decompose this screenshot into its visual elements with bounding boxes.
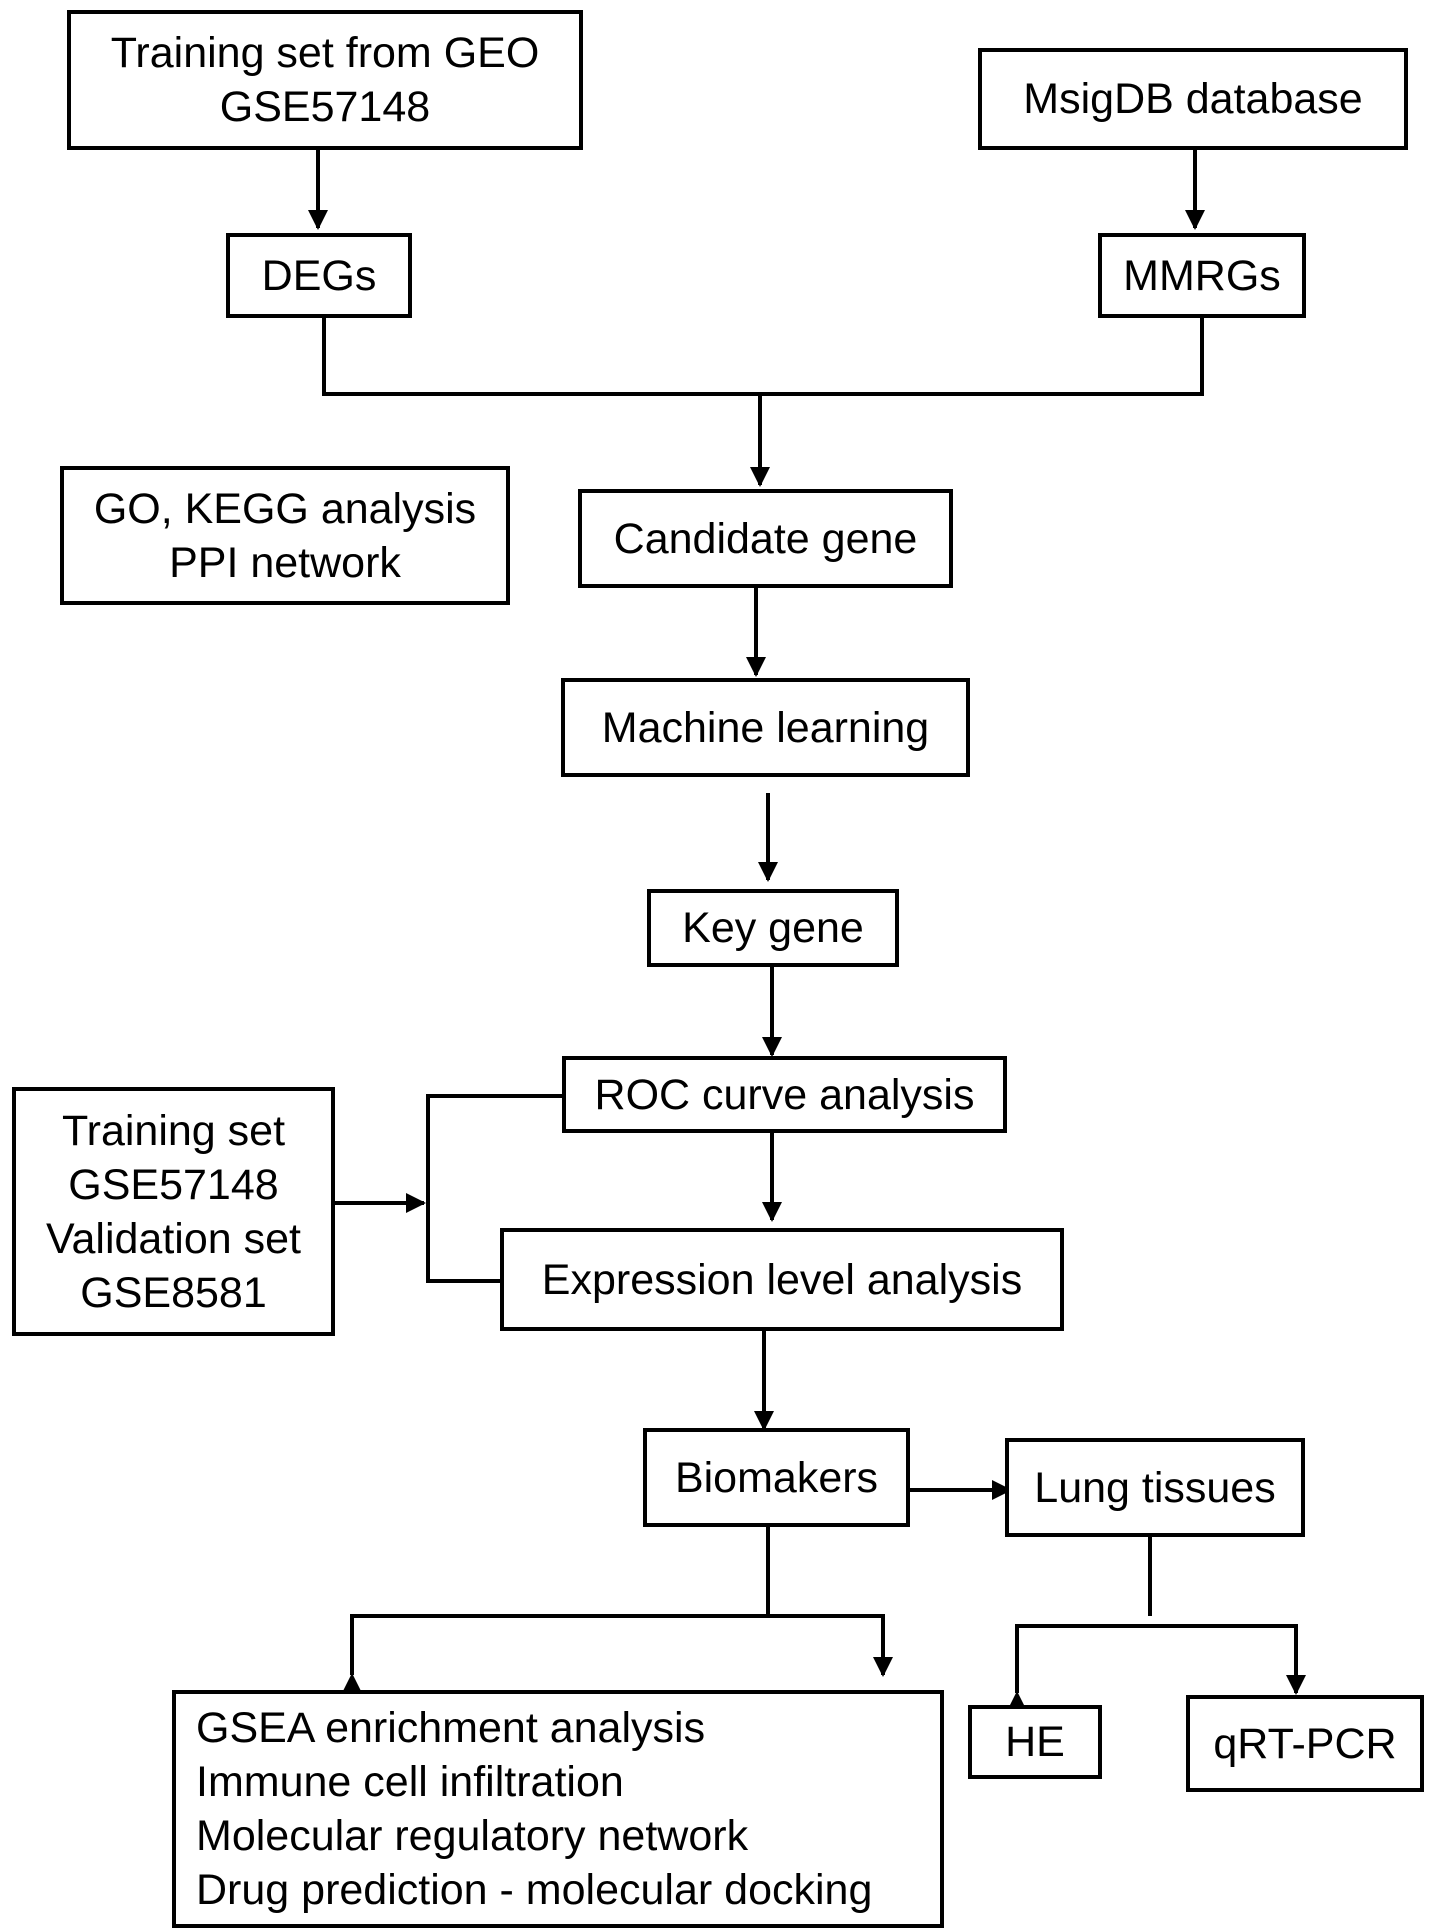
msigdb-box: MsigDB database: [978, 48, 1408, 150]
datasets-box: Training set GSE57148 Validation set GSE…: [12, 1087, 335, 1336]
he-label: HE: [1005, 1718, 1065, 1766]
mmrgs-box: MMRGs: [1098, 233, 1306, 318]
analysis-immune: Immune cell infiltration: [196, 1758, 624, 1806]
connector-merge-degs-mmrgs: [322, 318, 1204, 396]
training-set-geo-line-1: Training set from GEO: [110, 29, 540, 77]
analysis-drug: Drug prediction - molecular docking: [196, 1866, 873, 1914]
lung-tissues-box: Lung tissues: [1005, 1438, 1305, 1537]
he-box: HE: [968, 1705, 1102, 1779]
go-kegg-line-2: PPI network: [169, 538, 401, 587]
biomakers-box: Biomakers: [643, 1428, 910, 1527]
msigdb-label: MsigDB database: [1023, 75, 1363, 123]
key-gene-box: Key gene: [647, 889, 899, 967]
datasets-line-1: Training set: [61, 1106, 286, 1155]
qrt-pcr-box: qRT-PCR: [1186, 1695, 1424, 1792]
degs-label: DEGs: [261, 251, 377, 300]
machine-learning-box: Machine learning: [561, 678, 970, 777]
degs-box: DEGs: [226, 233, 412, 318]
datasets-line-3: Validation set: [46, 1214, 301, 1263]
training-set-geo-box: Training set from GEO GSE57148: [67, 10, 583, 150]
datasets-line-4: GSE8581: [80, 1268, 267, 1317]
training-set-geo-line-2: GSE57148: [219, 83, 431, 131]
mmrgs-label: MMRGs: [1123, 251, 1281, 300]
machine-learning-label: Machine learning: [601, 703, 930, 752]
key-gene-label: Key gene: [682, 904, 864, 952]
datasets-line-2: GSE57148: [68, 1160, 279, 1209]
analysis-gsea: GSEA enrichment analysis: [196, 1704, 706, 1752]
connector-lung-split: [1007, 1624, 1306, 1711]
expression-level-box: Expression level analysis: [500, 1228, 1064, 1331]
candidate-gene-box: Candidate gene: [578, 489, 953, 588]
qrt-pcr-label: qRT-PCR: [1213, 1719, 1397, 1768]
expression-level-label: Expression level analysis: [541, 1255, 1023, 1304]
connector-biomakers-split: [342, 1614, 893, 1693]
analysis-network: Molecular regulatory network: [196, 1812, 749, 1860]
lung-tissues-label: Lung tissues: [1034, 1463, 1276, 1512]
roc-curve-label: ROC curve analysis: [594, 1070, 975, 1119]
go-kegg-line-1: GO, KEGG analysis: [93, 484, 477, 533]
go-kegg-box: GO, KEGG analysis PPI network: [60, 466, 510, 605]
bracket-roc-expression: [426, 1094, 566, 1283]
biomakers-label: Biomakers: [674, 1453, 879, 1502]
downstream-analyses-box: GSEA enrichment analysis Immune cell inf…: [172, 1690, 944, 1928]
roc-curve-box: ROC curve analysis: [562, 1056, 1007, 1133]
candidate-gene-label: Candidate gene: [613, 514, 918, 563]
